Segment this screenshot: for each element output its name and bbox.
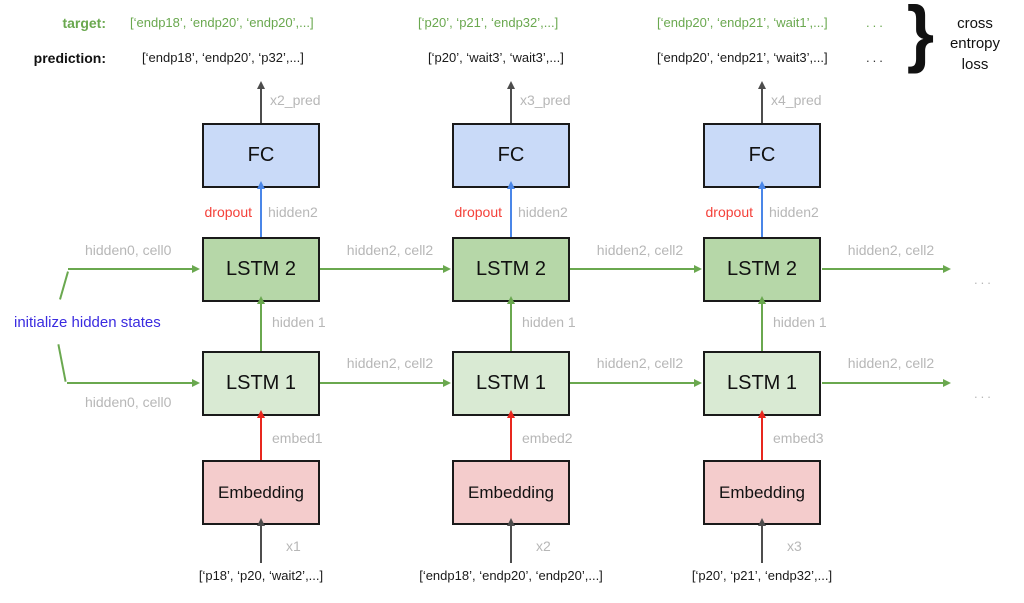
pred-output-arrow [758, 81, 766, 123]
hidden0-cell0-bottom-label: hidden0, cell0 [85, 394, 172, 410]
hidden1-arrow [507, 296, 515, 351]
lstm1-box: LSTM 1 [703, 351, 821, 416]
fc-box: FC [202, 123, 320, 188]
state-arrow-lstm1-out [822, 379, 951, 387]
target-list-2: [‘p20’, ‘p21’, ‘endp32’,...] [418, 15, 559, 30]
lstm2-box: LSTM 2 [703, 237, 821, 302]
lstm2-box: LSTM 2 [452, 237, 570, 302]
state-arrow-lstm1-2to3 [570, 379, 702, 387]
hidden1-label: hidden 1 [773, 314, 827, 330]
cross-entropy-loss-label: cross entropy loss [949, 15, 1001, 73]
x-input-label: x3 [787, 538, 802, 554]
state-arrow-lstm2-out [822, 265, 951, 273]
input-sequence-list: [‘p20’, ‘p21’, ‘endp32’,...] [691, 568, 833, 583]
hidden2-to-fc-arrow [257, 181, 265, 237]
hidden2-cell2-top-label: hidden2, cell2 [346, 242, 434, 258]
embed-label: embed3 [773, 430, 824, 446]
timestep-column-2: x3_pred FC dropout hidden2 LSTM 2 hidden… [419, 0, 683, 603]
prediction-ellipsis: ... [866, 50, 886, 65]
hidden2-label: hidden2 [268, 204, 318, 220]
x-pred-label: x4_pred [771, 92, 822, 108]
embedding-box: Embedding [452, 460, 570, 525]
dropout-label: dropout [204, 204, 252, 220]
init-state-arrow-lstm2 [68, 265, 200, 273]
hidden1-label: hidden 1 [522, 314, 576, 330]
input-arrow [758, 518, 766, 563]
hidden0-cell0-top-label: hidden0, cell0 [85, 242, 172, 258]
state-arrow-lstm2-1to2 [320, 265, 451, 273]
embedding-box: Embedding [703, 460, 821, 525]
lstm1-continuation-ellipsis: ... [974, 386, 994, 401]
x-input-label: x2 [536, 538, 551, 554]
embed-arrow [758, 410, 766, 460]
hidden1-arrow [758, 296, 766, 351]
hidden2-cell2-top-label: hidden2, cell2 [847, 242, 935, 258]
x-input-label: x1 [286, 538, 301, 554]
state-arrow-lstm2-2to3 [570, 265, 702, 273]
prediction-list-3: [‘endp20’, ‘endp21’, ‘wait3’,...] [657, 50, 828, 65]
hidden2-to-fc-arrow [758, 181, 766, 237]
init-connector-bottom [57, 344, 67, 382]
target-ellipsis: ... [866, 15, 886, 30]
hidden2-cell2-bottom-label: hidden2, cell2 [596, 355, 684, 371]
prediction-row-label: prediction: [33, 50, 106, 66]
x-pred-label: x2_pred [270, 92, 321, 108]
timestep-column-1: x2_pred FC dropout hidden2 LSTM 2 hidden… [199, 0, 433, 603]
fc-box: FC [703, 123, 821, 188]
lstm1-box: LSTM 1 [202, 351, 320, 416]
pred-output-arrow [257, 81, 265, 123]
hidden2-cell2-bottom-label: hidden2, cell2 [346, 355, 434, 371]
input-sequence-list: [‘p18’, ‘p20, ‘wait2’,...] [198, 568, 324, 583]
embedding-box: Embedding [202, 460, 320, 525]
embed-arrow [507, 410, 515, 460]
prediction-list-2: [‘p20’, ‘wait3’, ‘wait3’,...] [428, 50, 564, 65]
fc-box: FC [452, 123, 570, 188]
initialize-hidden-states-label: initialize hidden states [14, 314, 161, 331]
lstm2-continuation-ellipsis: ... [974, 272, 994, 287]
hidden2-to-fc-arrow [507, 181, 515, 237]
prediction-list-1: [‘endp18’, ‘endp20’, ‘p32’,...] [142, 50, 304, 65]
dropout-label: dropout [705, 204, 753, 220]
lstm2-box: LSTM 2 [202, 237, 320, 302]
init-state-arrow-lstm1 [67, 379, 200, 387]
lstm1-box: LSTM 1 [452, 351, 570, 416]
x-pred-label: x3_pred [520, 92, 571, 108]
embed-label: embed1 [272, 430, 323, 446]
hidden2-label: hidden2 [518, 204, 568, 220]
timestep-column-3: x4_pred FC dropout hidden2 LSTM 2 hidden… [692, 0, 934, 603]
state-arrow-lstm1-1to2 [320, 379, 451, 387]
hidden1-label: hidden 1 [272, 314, 326, 330]
embed-label: embed2 [522, 430, 573, 446]
input-sequence-list: [‘endp18’, ‘endp20’, ‘endp20’,...] [419, 568, 603, 583]
dropout-label: dropout [454, 204, 502, 220]
pred-output-arrow [507, 81, 515, 123]
target-list-3: [‘endp20’, ‘endp21’, ‘wait1’,...] [657, 15, 828, 30]
embed-arrow [257, 410, 265, 460]
init-connector-top [59, 271, 69, 300]
input-arrow [257, 518, 265, 563]
hidden2-cell2-top-label: hidden2, cell2 [596, 242, 684, 258]
input-arrow [507, 518, 515, 563]
hidden1-arrow [257, 296, 265, 351]
curly-brace-icon: } [906, 0, 935, 74]
target-row-label: target: [62, 15, 106, 31]
hidden2-cell2-bottom-label: hidden2, cell2 [847, 355, 935, 371]
hidden2-label: hidden2 [769, 204, 819, 220]
target-list-1: [‘endp18’, ‘endp20’, ‘endp20’,...] [130, 15, 314, 30]
